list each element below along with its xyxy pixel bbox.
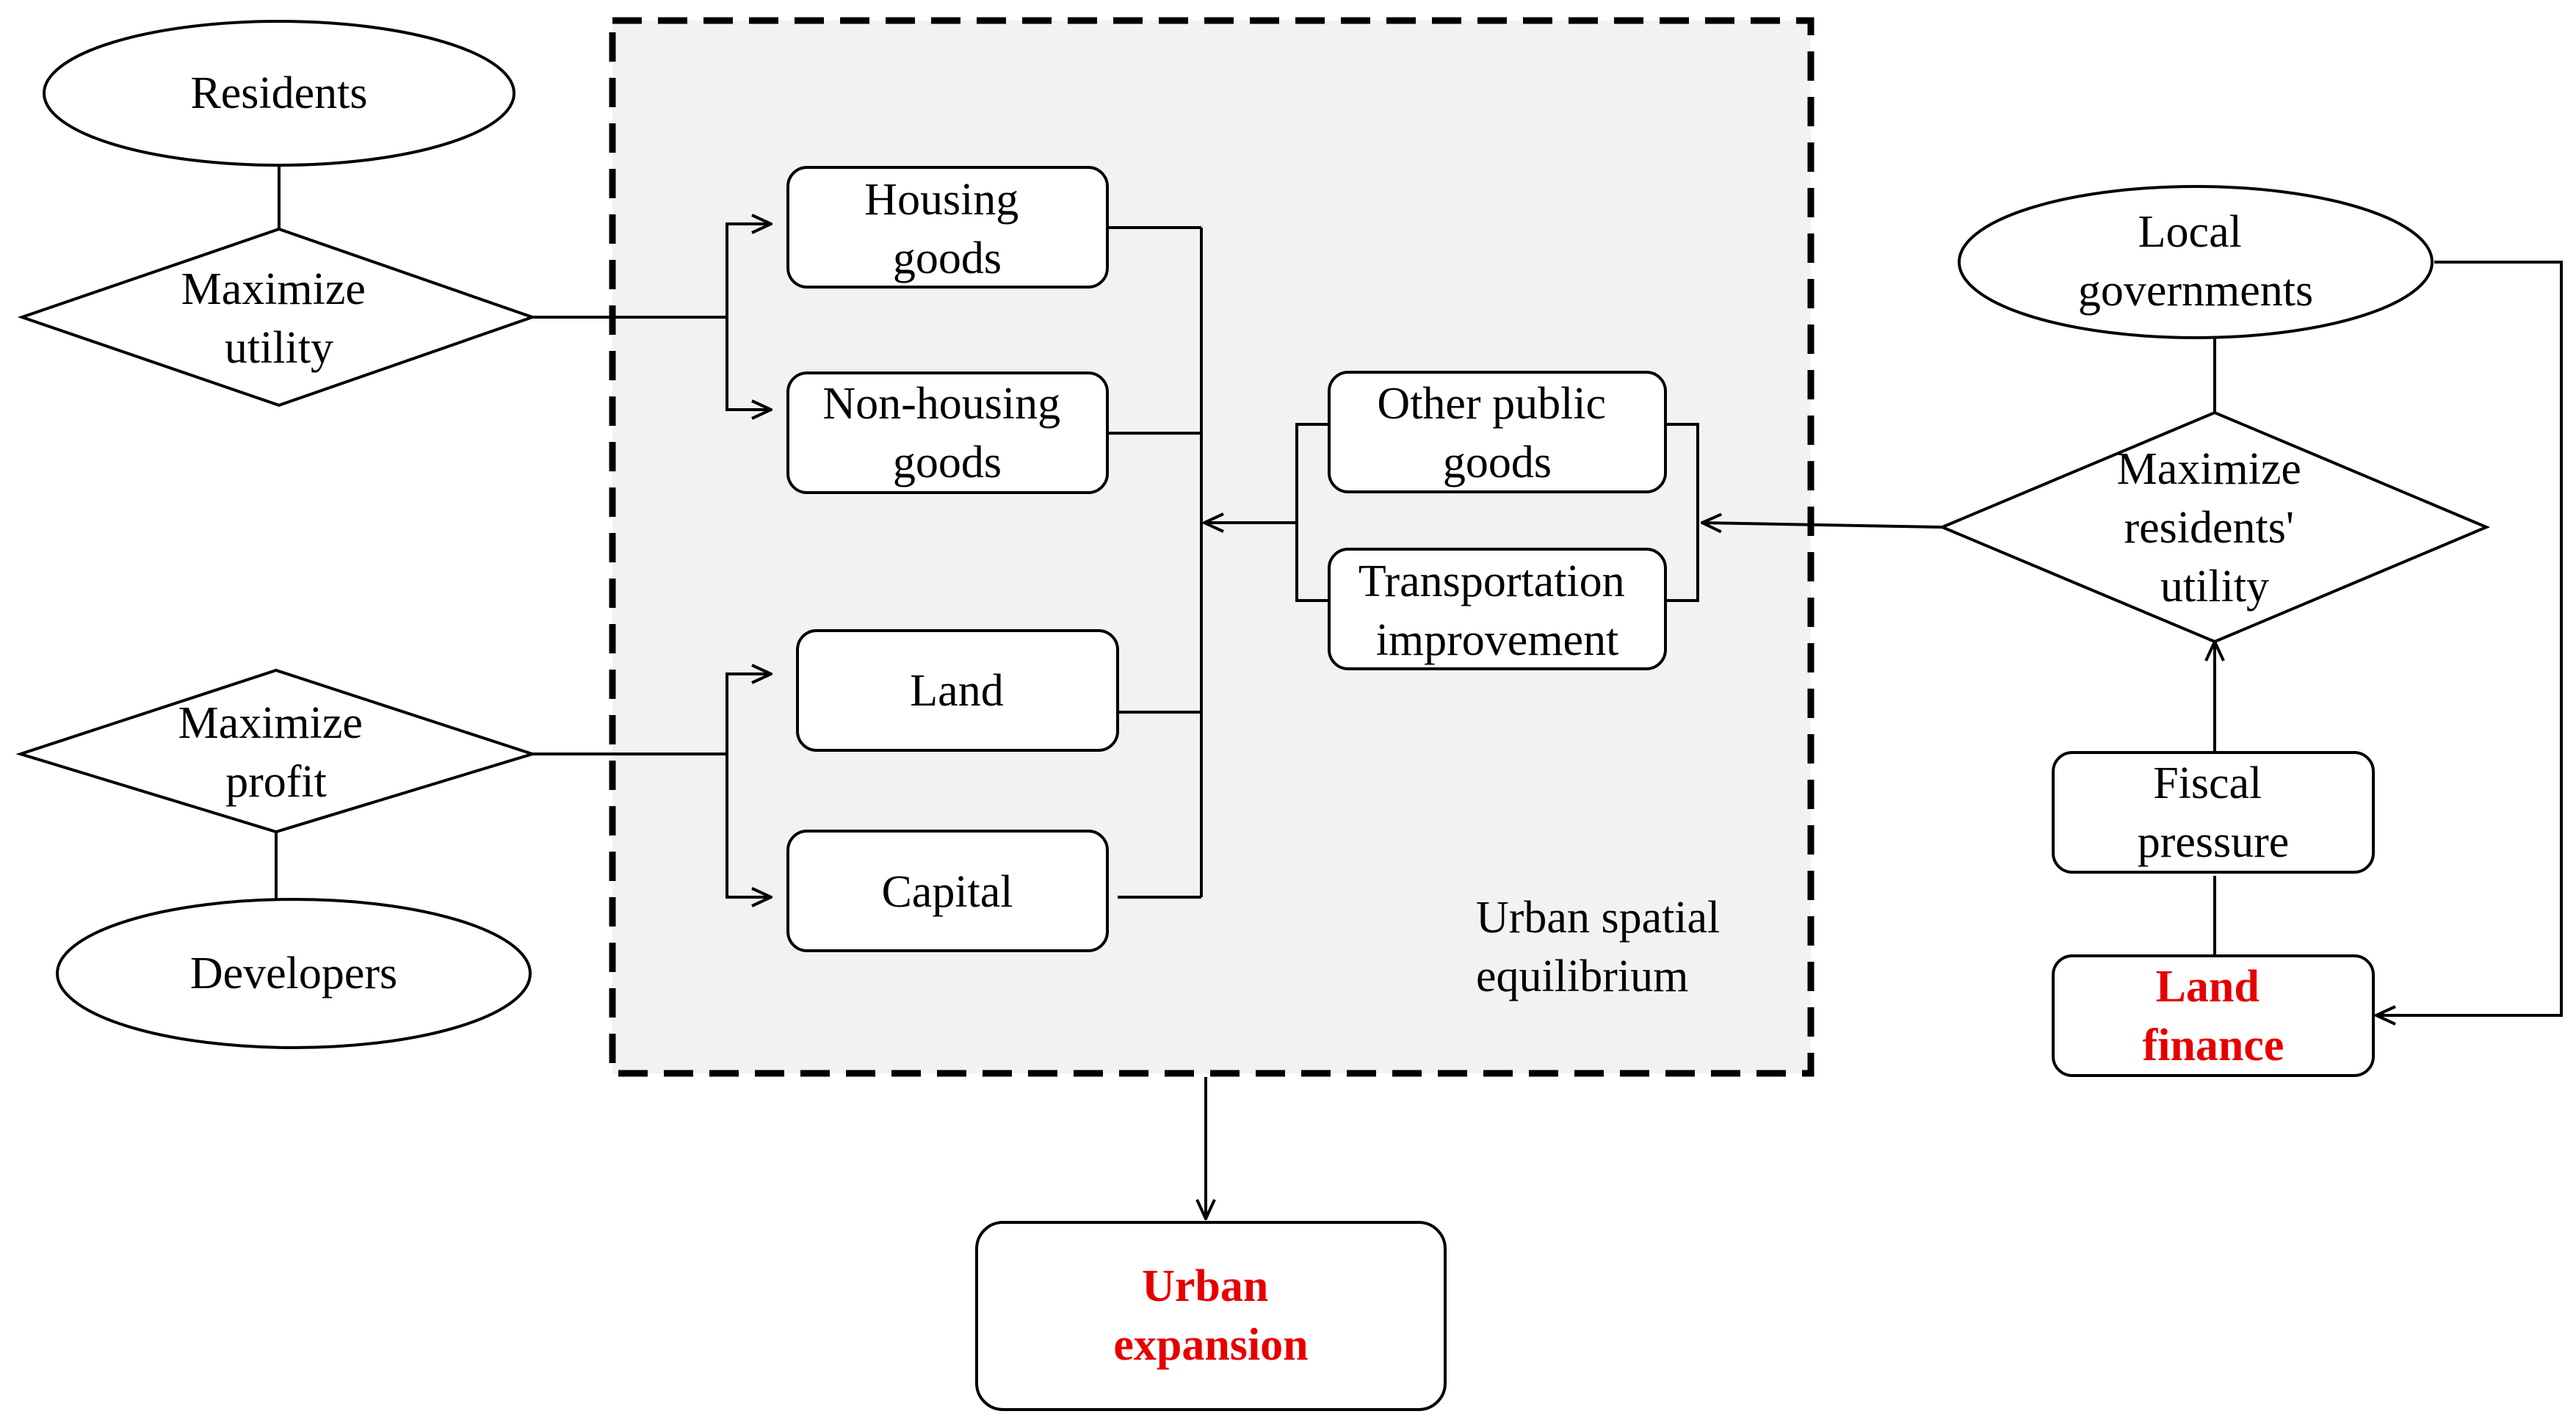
land-label: Land [910, 666, 1003, 716]
housing-goods-node [786, 166, 1109, 289]
transportation-improvement-node [1328, 548, 1667, 670]
maximize-utility-node [17, 227, 538, 407]
residents-label: Residents [190, 68, 367, 118]
local-governments-label: Local governments [2078, 207, 2313, 316]
non-housing-goods-node [786, 371, 1109, 494]
arrow-to-housing-goods [726, 224, 771, 317]
maximize-utility-label: Maximize utility [181, 264, 377, 373]
fiscal-pressure-node [2052, 751, 2375, 874]
maximize-residents-utility-node [1938, 410, 2491, 644]
transportation-improvement-label: Transportation improvement [1358, 556, 1636, 665]
urban-expansion-node [975, 1221, 1447, 1411]
land-node [796, 629, 1119, 752]
residents-node [43, 20, 515, 167]
land-finance-label: Land finance [2143, 962, 2284, 1070]
arrow-to-capital [726, 754, 771, 897]
urban-spatial-equilibrium-label: Urban spatial equilibrium [1476, 893, 1732, 1001]
public-goods-bracket-left [1295, 423, 1329, 602]
developers-node [56, 898, 532, 1049]
land-finance-node [2052, 954, 2375, 1077]
arrow-to-non-housing-goods [726, 317, 771, 410]
public-goods-bracket-right [1665, 423, 1699, 602]
arrow-to-land [726, 674, 771, 754]
fiscal-pressure-label: Fiscal pressure [2138, 758, 2290, 867]
capital-node [786, 830, 1109, 952]
maximize-profit-label: Maximize profit [178, 698, 375, 807]
local-governments-node [1958, 185, 2434, 339]
other-public-goods-label: Other public goods [1377, 379, 1617, 487]
maximize-profit-node [15, 668, 538, 834]
housing-goods-label: Housing goods [864, 175, 1030, 283]
other-public-goods-node [1328, 371, 1667, 493]
arrow-govt-to-land-finance [2376, 261, 2563, 1015]
developers-label: Developers [190, 949, 397, 998]
arrow-govt-to-public-goods [1702, 523, 1943, 527]
urban-expansion-label: Urban expansion [1113, 1261, 1308, 1370]
non-housing-goods-label: Non-housing goods [822, 379, 1071, 487]
maximize-residents-utility-label: Maximize residents' utility [2117, 444, 2313, 612]
capital-label: Capital [881, 867, 1013, 917]
